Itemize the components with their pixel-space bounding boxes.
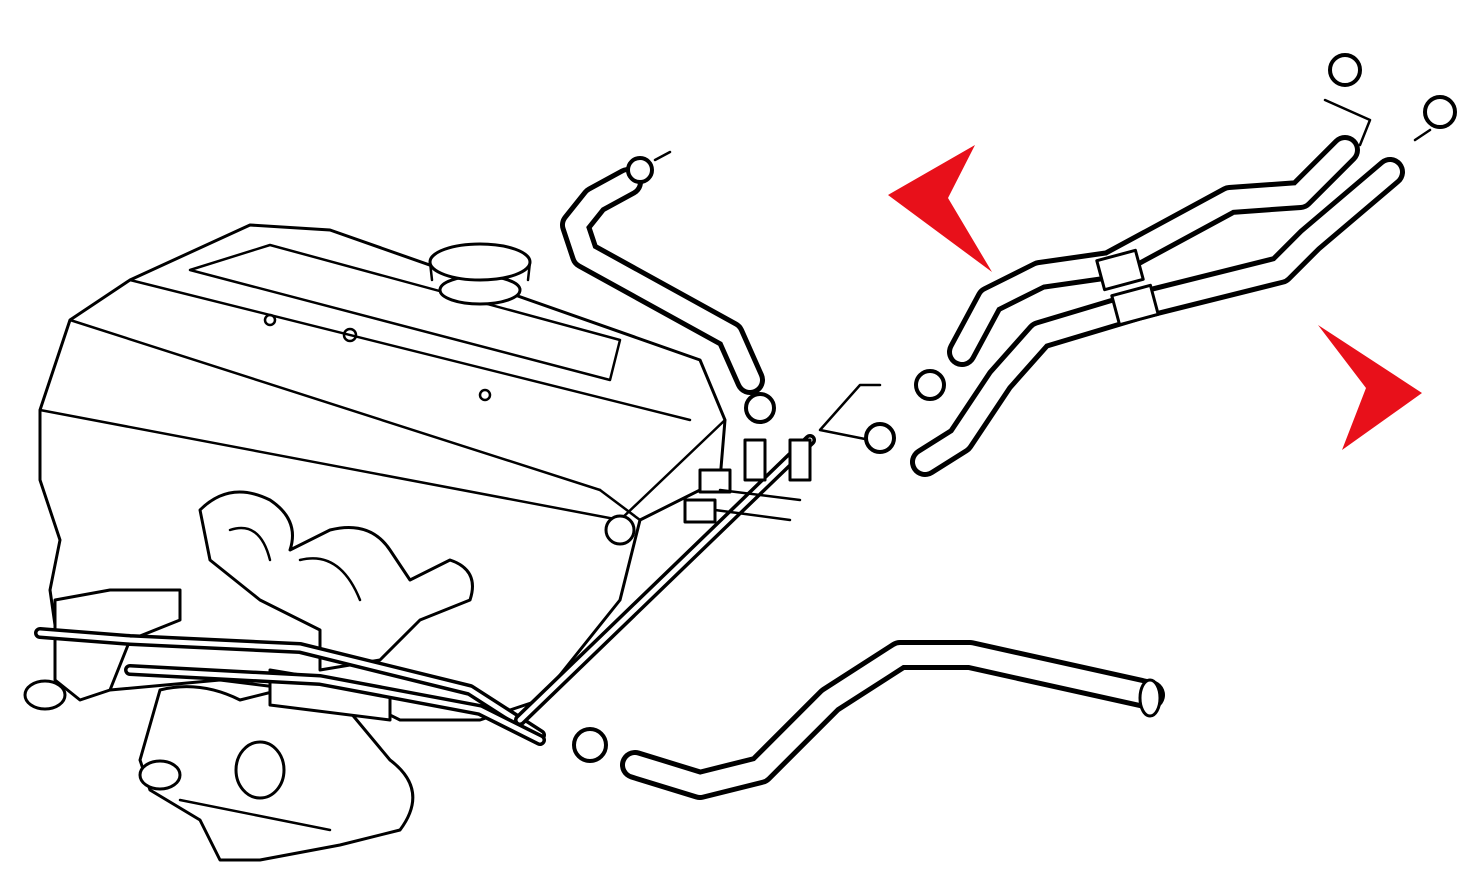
heater-hose-lower xyxy=(910,157,1405,477)
coolant-pipe xyxy=(34,383,882,746)
upper-bypass-hose xyxy=(560,167,765,395)
lower-radiator-hose xyxy=(620,640,1165,800)
hose-clamps xyxy=(572,53,1457,763)
engine-block xyxy=(23,223,727,862)
lower-right-arrow xyxy=(1318,325,1422,450)
upper-left-arrow xyxy=(888,145,992,272)
